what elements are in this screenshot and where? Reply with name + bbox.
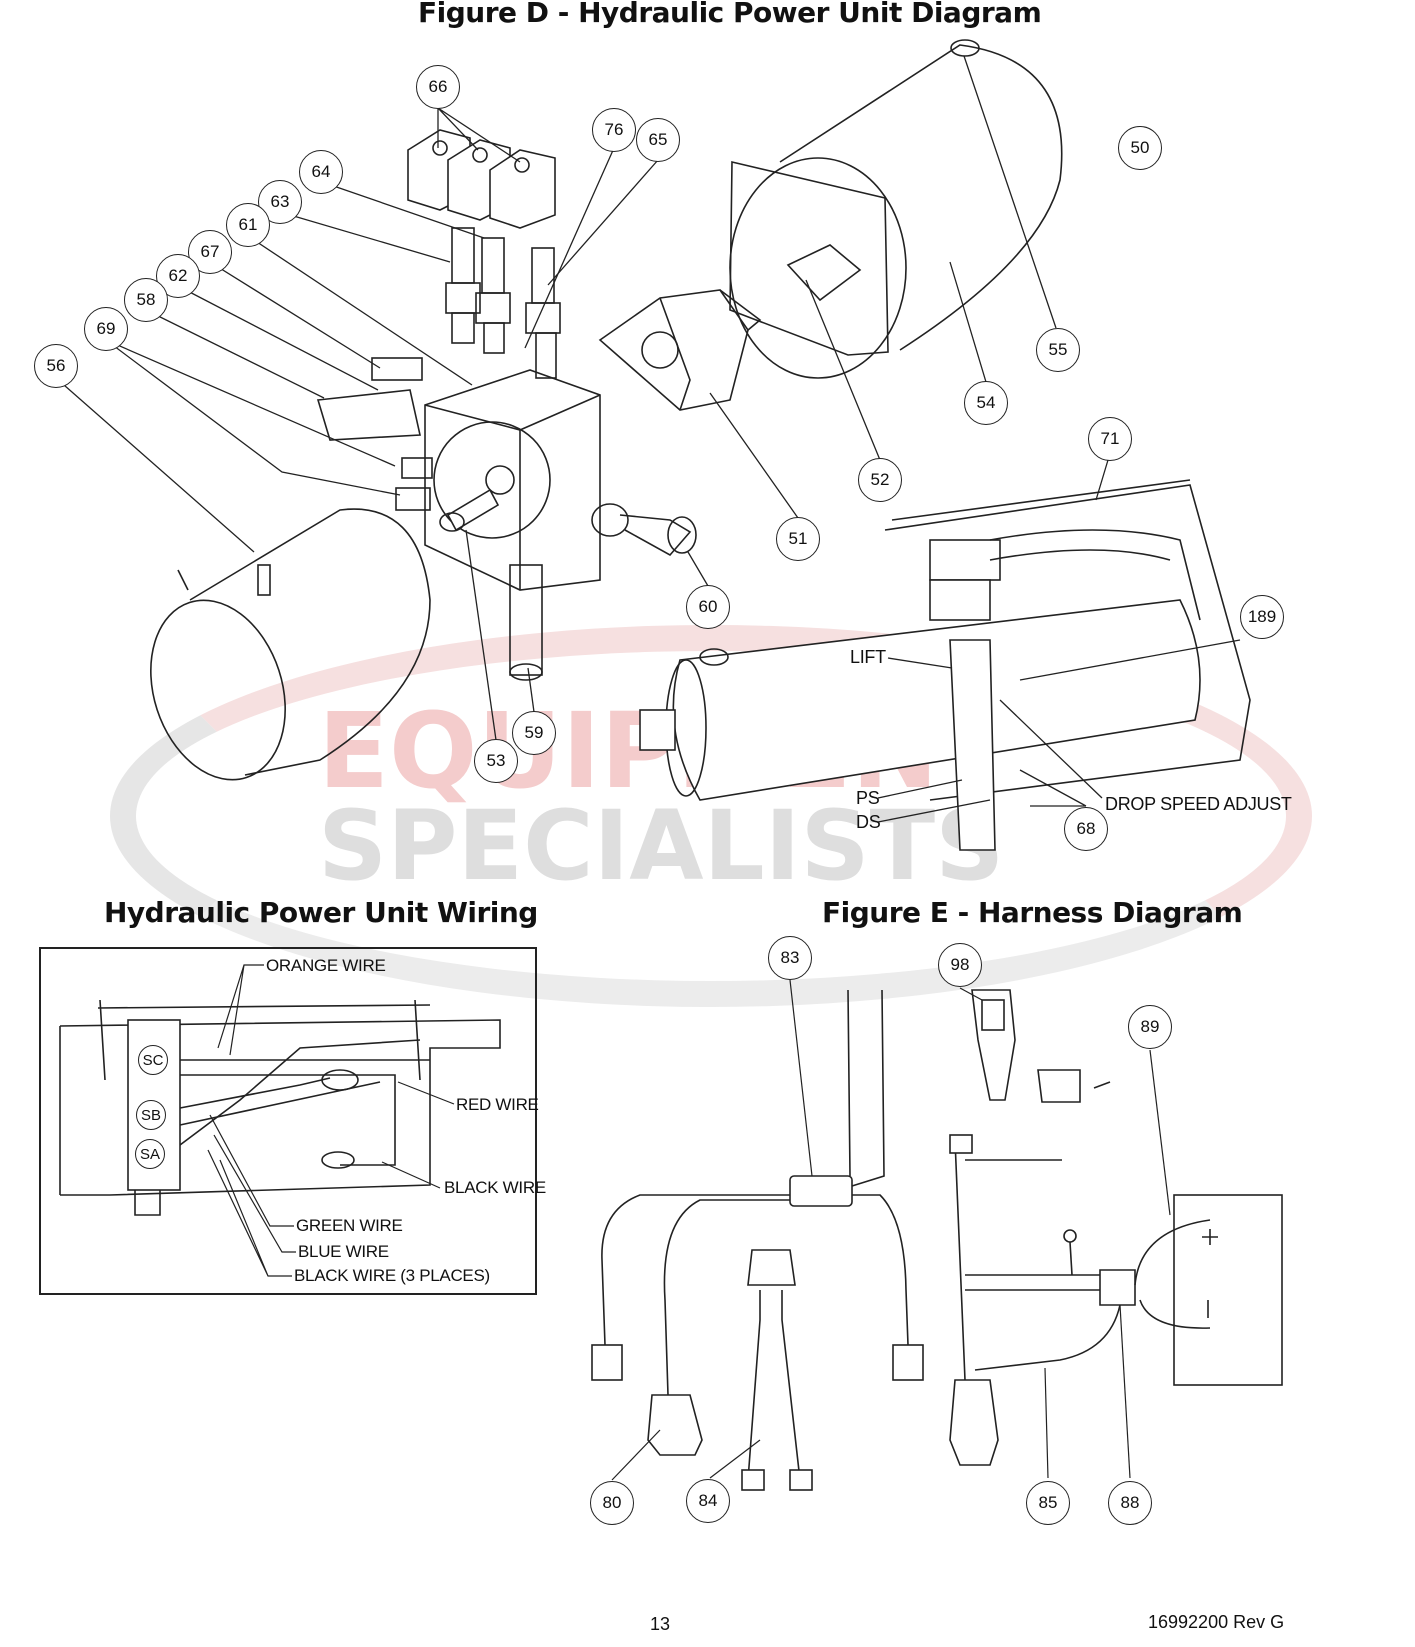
callout-61: 61 — [226, 203, 270, 247]
callout-83: 83 — [768, 936, 812, 980]
callout-76: 76 — [592, 108, 636, 152]
callout-59: 59 — [512, 711, 556, 755]
callout-64: 64 — [299, 150, 343, 194]
label-lift: LIFT — [850, 647, 886, 667]
callout-58: 58 — [124, 278, 168, 322]
callout-98: 98 — [938, 943, 982, 987]
coils-66 — [407, 129, 556, 229]
figure-d-title: Figure D - Hydraulic Power Unit Diagram — [418, 0, 1042, 29]
callout-89: 89 — [1128, 1005, 1172, 1049]
label-ds: DS — [856, 812, 881, 832]
label-black-wire: BLACK WIRE — [444, 1178, 546, 1197]
solenoid-sa: SA — [135, 1139, 165, 1169]
wiring-title: Hydraulic Power Unit Wiring — [104, 896, 538, 929]
callout-66: 66 — [416, 65, 460, 109]
label-red-wire: RED WIRE — [456, 1095, 539, 1114]
label-blue-wire: BLUE WIRE — [298, 1242, 389, 1261]
callout-80: 80 — [590, 1481, 634, 1525]
label-black-wire-3-places: BLACK WIRE (3 PLACES) — [294, 1266, 490, 1285]
callout-56: 56 — [34, 344, 78, 388]
page-number: 13 — [650, 1614, 671, 1634]
harness-art — [591, 979, 1283, 1491]
wiring-art — [59, 964, 501, 1277]
callout-54: 54 — [964, 381, 1008, 425]
label-drop-speed-adjust: DROP SPEED ADJUST — [1105, 794, 1292, 814]
valves-top — [445, 227, 561, 379]
callout-68: 68 — [1064, 807, 1108, 851]
callout-53: 53 — [474, 739, 518, 783]
callout-88: 88 — [1108, 1481, 1152, 1525]
callout-51: 51 — [776, 517, 820, 561]
callout-69: 69 — [84, 307, 128, 351]
callout-60: 60 — [686, 585, 730, 629]
callout-189: 189 — [1240, 595, 1284, 639]
label-green-wire: GREEN WIRE — [296, 1216, 403, 1235]
callout-50: 50 — [1118, 126, 1162, 170]
callout-65: 65 — [636, 118, 680, 162]
motor-56 — [150, 508, 431, 781]
label-ps: PS — [856, 788, 880, 808]
figure-d-leaders — [55, 55, 1241, 823]
solenoid-sb: SB — [136, 1100, 166, 1130]
wiring-frame — [39, 947, 537, 1295]
callout-84: 84 — [686, 1479, 730, 1523]
callout-85: 85 — [1026, 1481, 1070, 1525]
callout-71: 71 — [1088, 417, 1132, 461]
manifold-block — [424, 369, 697, 591]
document-id: 16992200 Rev G — [1148, 1612, 1285, 1632]
fittings-left — [316, 357, 543, 681]
reservoir-50 — [729, 39, 1063, 379]
figure-e-title: Figure E - Harness Diagram — [822, 896, 1243, 929]
callout-55: 55 — [1036, 328, 1080, 372]
power-unit-assembled — [639, 479, 1251, 851]
label-orange-wire: ORANGE WIRE — [266, 956, 386, 975]
callout-52: 52 — [858, 458, 902, 502]
solenoid-sc: SC — [138, 1045, 168, 1075]
watermark-line2: SPECIALISTS — [318, 790, 1005, 902]
